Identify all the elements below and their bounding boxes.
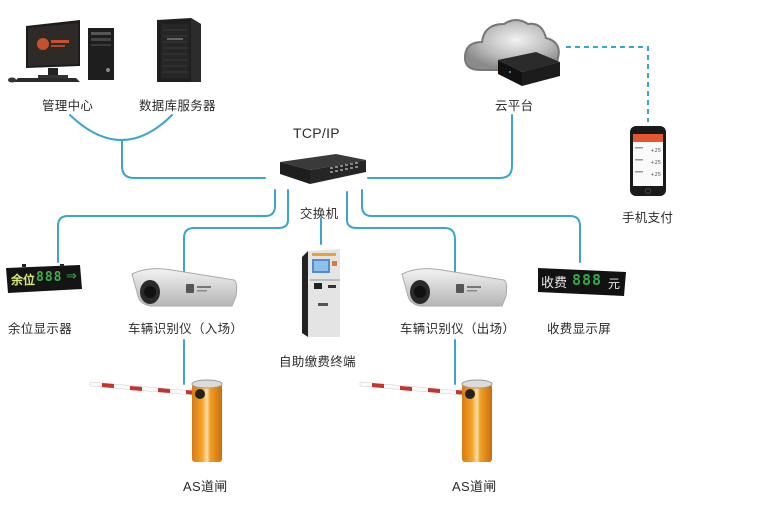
database-server-label: 数据库服务器 — [139, 98, 216, 113]
mobile-payment-label: 手机支付 — [622, 210, 674, 225]
mobile-payment-node: +25 +25 +25 — [629, 125, 667, 197]
switch-node — [278, 150, 368, 190]
link-switch-space-display — [57, 189, 276, 263]
camera-exit-node — [398, 266, 510, 310]
barrier-exit-label: AS道闸 — [452, 479, 497, 494]
space-display-text: 余位 — [11, 273, 36, 287]
camera-exit-label: 车辆识别仪（出场） — [400, 321, 516, 336]
database-server-node — [155, 16, 203, 84]
space-display-label: 余位显示器 — [8, 321, 73, 336]
kiosk-label: 自助缴费终端 — [279, 354, 356, 369]
tower-server-icon — [157, 18, 201, 82]
lpr-camera-icon — [401, 268, 508, 307]
link-switch-camera-exit — [346, 191, 456, 273]
link-cloud-switch — [367, 114, 513, 179]
network-protocol-label: TCP/IP — [293, 125, 340, 141]
cloud-platform-label: 云平台 — [495, 98, 534, 113]
space-display-digits: 888 — [36, 270, 63, 285]
led-display-icon — [538, 268, 626, 296]
network-switch-icon — [280, 154, 366, 184]
switch-label: 交换机 — [300, 206, 339, 221]
link-management-database-arc — [69, 114, 173, 141]
barrier-gate-icon — [89, 379, 223, 462]
barrier-entry-label: AS道闸 — [183, 479, 228, 494]
link-switch-fee-display — [361, 189, 581, 263]
smartphone-icon: +25 +25 +25 — [630, 126, 666, 196]
cloud-platform-node — [462, 12, 566, 90]
barrier-exit-node — [358, 378, 498, 464]
camera-entry-node — [128, 266, 240, 310]
barrier-entry-node — [88, 378, 228, 464]
led-display-icon — [6, 264, 82, 293]
desktop-computer-icon — [8, 20, 114, 83]
fee-display-digits: 888 — [572, 271, 603, 289]
link-switch-camera-entry — [183, 189, 289, 273]
link-cloud-mobile-dashed — [566, 46, 649, 122]
management-center-node — [8, 18, 118, 86]
fee-display-text: 收费 — [541, 276, 568, 291]
fee-display-label: 收费显示屏 — [547, 321, 612, 336]
fee-display-node: 收费 888 元 — [536, 266, 628, 298]
camera-entry-label: 车辆识别仪（入场） — [128, 321, 244, 336]
space-display-node: 余位 888 ⇒ — [4, 264, 84, 294]
phone-amount-3: +25 — [650, 172, 661, 178]
kiosk-node — [300, 247, 350, 339]
link-management-center-switch — [121, 139, 266, 179]
phone-amount-1: +25 — [650, 148, 661, 154]
cloud-box-icon — [463, 19, 560, 86]
fee-display-unit: 元 — [608, 277, 621, 291]
barrier-gate-icon — [359, 379, 493, 462]
management-center-label: 管理中心 — [42, 98, 94, 113]
phone-amount-2: +25 — [650, 160, 661, 166]
lpr-camera-icon — [131, 268, 238, 307]
payment-kiosk-icon — [302, 249, 340, 337]
arrow-right-icon: ⇒ — [66, 269, 77, 284]
